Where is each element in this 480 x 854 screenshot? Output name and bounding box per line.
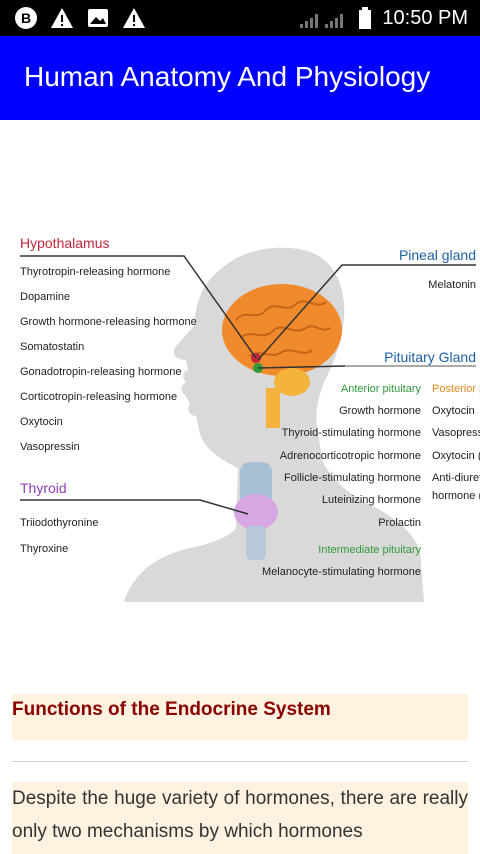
posterior-item: Anti-diuret	[432, 472, 480, 484]
image-icon	[88, 9, 108, 27]
app-bar: Human Anatomy And Physiology	[0, 36, 480, 120]
hypothalamus-item: Thyrotropin-releasing hormone	[20, 266, 170, 278]
hypothalamus-item: Corticotropin-releasing hormone	[20, 391, 177, 403]
hypothalamus-heading: Hypothalamus	[20, 235, 110, 251]
pineal-heading: Pineal gland	[399, 247, 476, 263]
section-heading: Functions of the Endocrine System	[12, 699, 331, 720]
leader-lines	[20, 255, 476, 515]
cerebellum	[274, 368, 310, 396]
status-bar: B 10:50 PM	[0, 0, 480, 36]
intermediate-item: Melanocyte-stimulating hormone	[262, 566, 421, 578]
anterior-item: Adrenocorticotropic hormone	[280, 450, 421, 462]
anterior-item: Growth hormone	[339, 405, 421, 417]
anterior-pituitary-heading: Anterior pituitary	[341, 383, 422, 395]
intermediate-pituitary-heading: Intermediate pituitary	[318, 544, 421, 556]
status-time: 10:50 PM	[382, 6, 468, 29]
posterior-item: Oxytocin	[432, 405, 475, 417]
signal-icon	[300, 14, 344, 28]
posterior-item: Vasopressi	[432, 427, 480, 439]
hypothalamus-item: Vasopressin	[20, 441, 80, 453]
warning-icon	[123, 8, 145, 28]
b-circle-icon: B	[15, 7, 37, 29]
endocrine-diagram: Hypothalamus Thyrotropin-releasing hormo…	[20, 235, 480, 603]
spinal-cord	[266, 388, 280, 428]
pineal-item: Melatonin	[428, 279, 476, 291]
battery-icon	[359, 7, 372, 29]
posterior-item: Oxytocin (s	[432, 450, 480, 462]
pituitary-heading: Pituitary Gland	[384, 349, 476, 365]
hypothalamus-item: Oxytocin	[20, 416, 63, 428]
trachea	[246, 526, 266, 560]
anterior-item: Follicle-stimulating hormone	[284, 472, 421, 484]
paragraph-box: Despite the huge variety of hormones, th…	[12, 782, 468, 854]
thyroid-item: Thyroxine	[20, 543, 68, 555]
posterior-item: hormone (	[432, 490, 480, 502]
posterior-pituitary-heading: Posterior p	[432, 383, 480, 395]
hypothalamus-item: Gonadotropin-releasing hormone	[20, 366, 181, 378]
thyroid-gland	[234, 494, 278, 530]
anterior-item: Thyroid-stimulating hormone	[282, 427, 421, 439]
brain-folds	[235, 300, 331, 357]
divider	[12, 761, 468, 762]
anterior-item: Prolactin	[378, 517, 421, 529]
hypothalamus-item: Growth hormone-releasing hormone	[20, 316, 197, 328]
warning-icon	[51, 8, 73, 28]
hypothalamus-item: Somatostatin	[20, 341, 84, 353]
hypothalamus-item: Dopamine	[20, 291, 70, 303]
thyroid-heading: Thyroid	[20, 480, 67, 496]
section-heading-box: Functions of the Endocrine System	[12, 694, 468, 740]
svg-text:B: B	[21, 10, 31, 26]
paragraph-text: Despite the huge variety of hormones, th…	[12, 788, 468, 842]
thyroid-item: Triiodothyronine	[20, 517, 98, 529]
anterior-item: Luteinizing hormone	[322, 494, 421, 506]
app-title: Human Anatomy And Physiology	[24, 61, 431, 92]
notification-icons: B	[14, 6, 146, 30]
